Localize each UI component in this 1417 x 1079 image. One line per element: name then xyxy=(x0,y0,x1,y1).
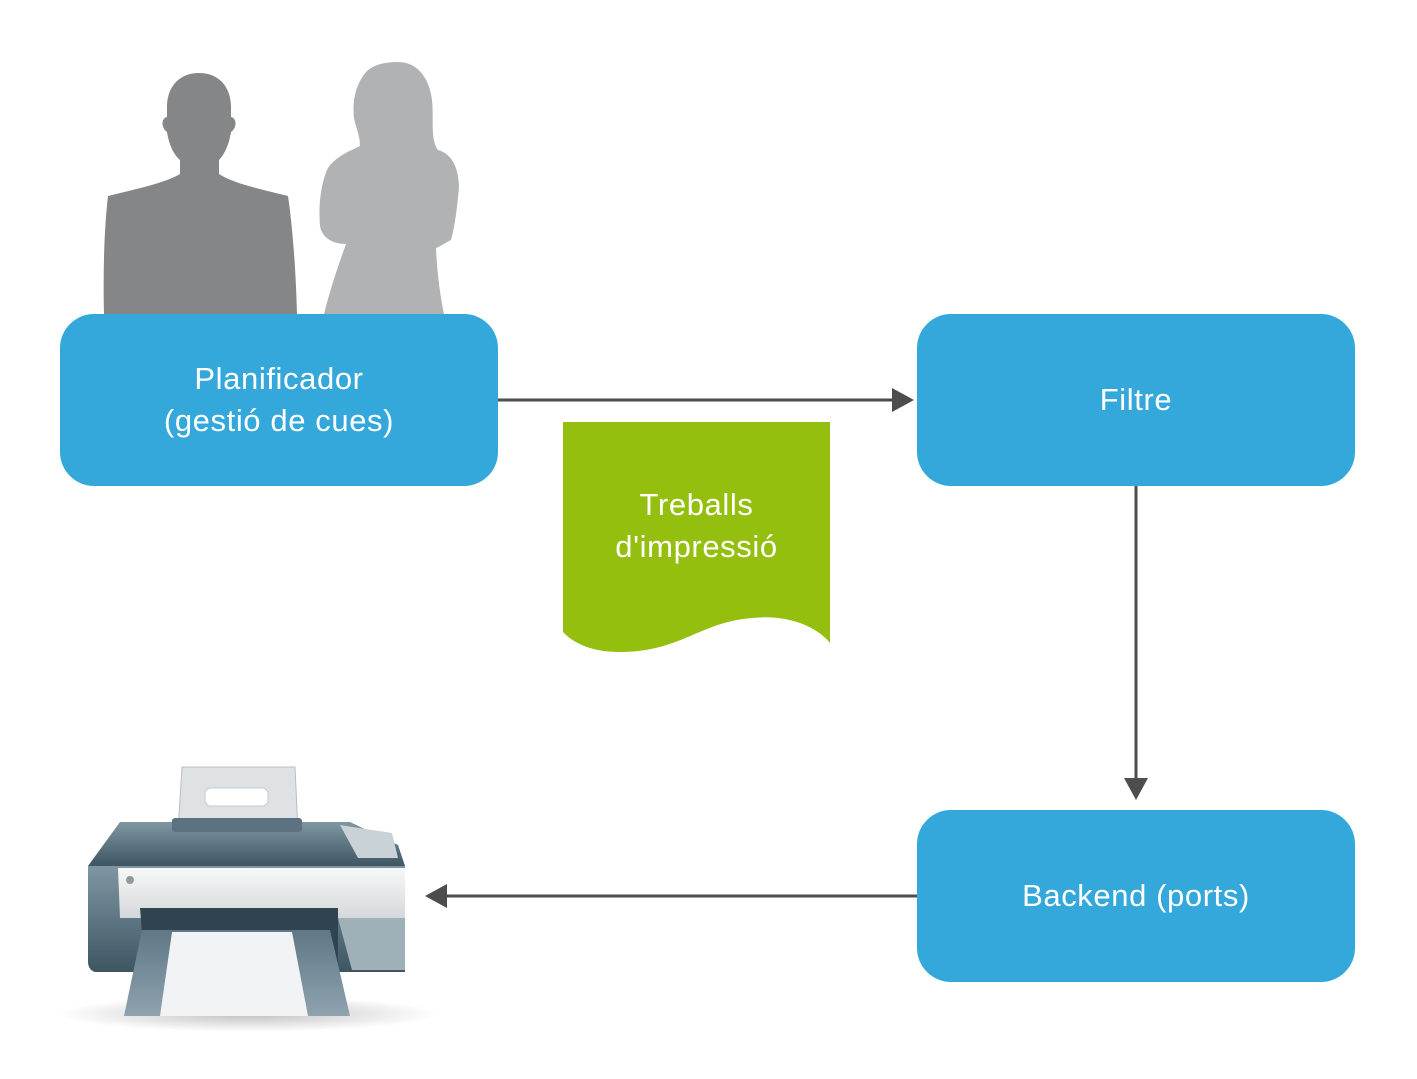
users-icon xyxy=(103,62,459,314)
backend-label: Backend (ports) xyxy=(1022,878,1250,913)
arrow-plan-to-filtre xyxy=(498,388,914,412)
arrow-backend-to-printer xyxy=(425,884,917,908)
document-label-line2: d'impressió xyxy=(615,529,778,564)
planificador-label: Planificador xyxy=(194,361,364,396)
node-planificador: Planificador (gestió de cues) xyxy=(60,314,498,486)
woman-silhouette xyxy=(319,62,459,314)
arrow-filtre-to-backend xyxy=(1124,486,1148,800)
planificador-sublabel: (gestió de cues) xyxy=(163,403,395,438)
printer-icon xyxy=(58,766,438,1032)
document-label: Treballs d'impressió xyxy=(563,484,830,568)
document-shape xyxy=(563,422,830,652)
node-backend: Backend (ports) xyxy=(917,810,1355,982)
filtre-label: Filtre xyxy=(1099,382,1173,417)
man-silhouette xyxy=(103,73,298,314)
document-label-line1: Treballs xyxy=(639,487,754,522)
node-filtre: Filtre xyxy=(917,314,1355,486)
